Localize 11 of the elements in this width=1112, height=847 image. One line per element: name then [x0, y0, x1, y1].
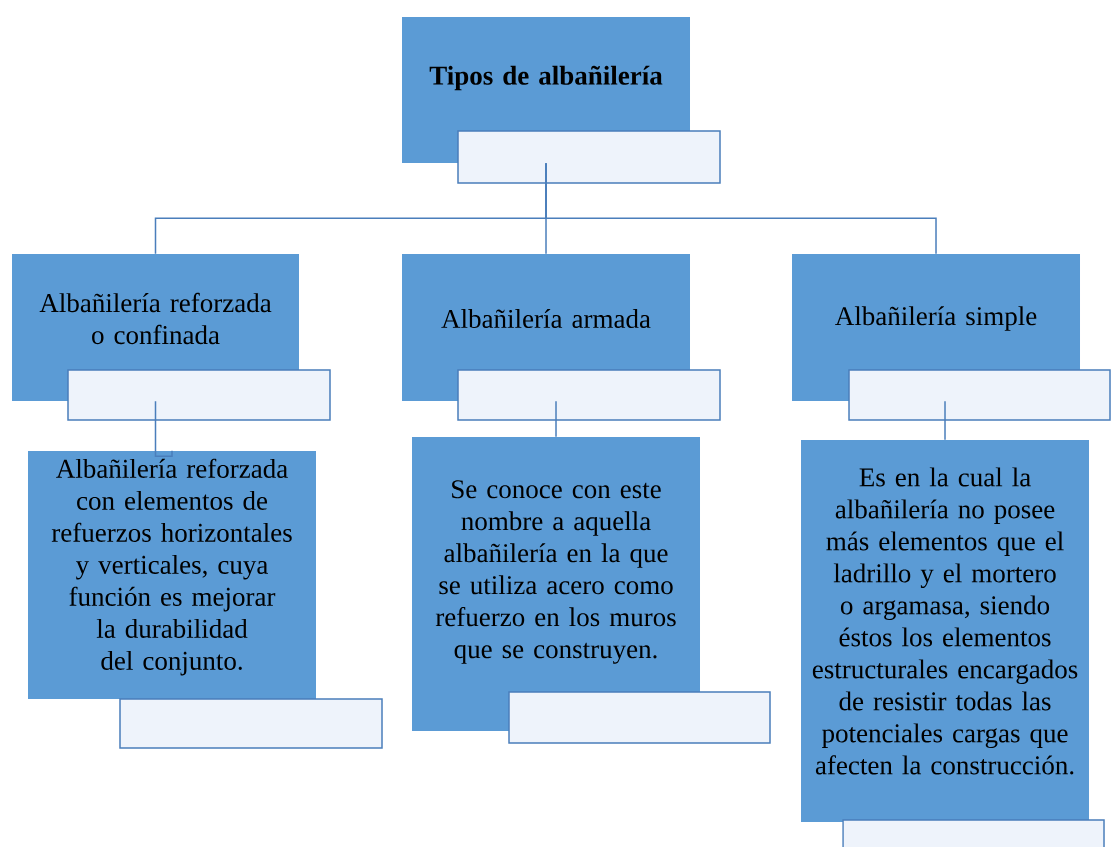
connector-line	[545, 162, 937, 255]
text-box: Albañilería reforzada o confinada	[12, 254, 331, 421]
connector-line	[154, 400, 173, 457]
text-box: Es en la cual la albañilería no posee más elementos que el ladrillo y el mortero o argamasa, siendo éstos los elementos estructurales encargados de resistir todas las potenciales cargas que afecten la construcción.	[801, 440, 1105, 847]
text-box: Albañilería reforzada con elementos de refuerzos horizontales y verticales, cuya función es mejorar la durabilidad del conjunto.	[28, 451, 383, 749]
text-box: Tipos de albañilería	[402, 17, 721, 184]
text-box: Albañilería simple	[792, 254, 1111, 421]
connector-line	[944, 400, 946, 441]
text-box: Albañilería armada	[402, 254, 721, 421]
connector-line	[555, 400, 557, 438]
text-box: Se conoce con este nombre a aquella albañilería en la que se utiliza acero como refuerzo en los muros que se construyen.	[412, 437, 771, 744]
